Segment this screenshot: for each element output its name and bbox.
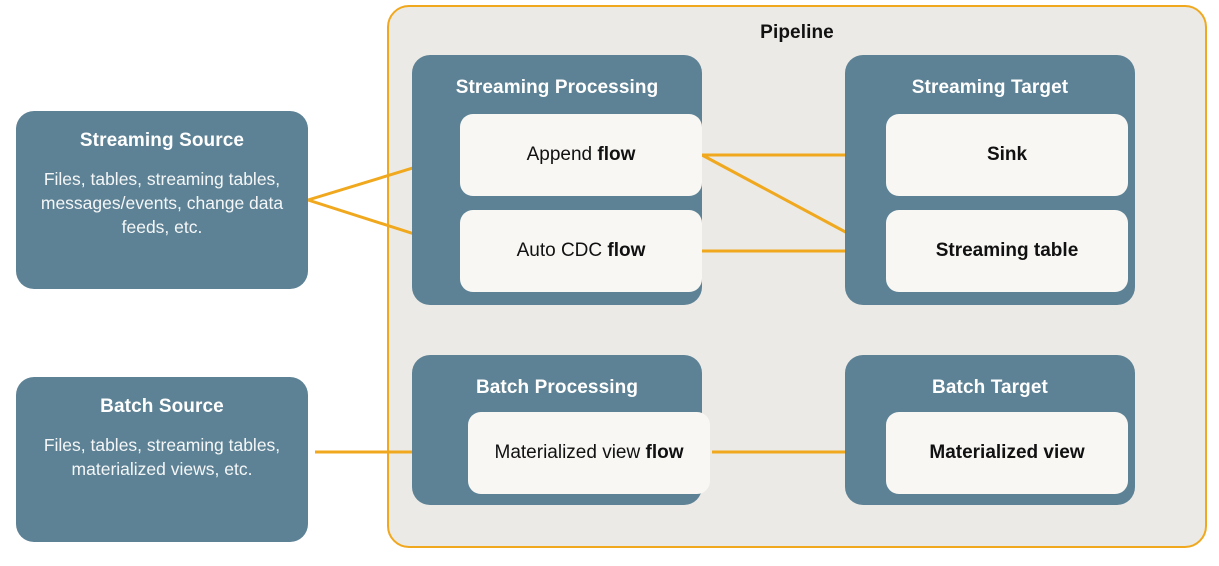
- streaming-processing-title: Streaming Processing: [455, 77, 659, 98]
- card-append-flow-label: Append flow: [526, 143, 636, 165]
- batch-processing-title: Batch Processing: [475, 377, 639, 398]
- card-auto-cdc-flow-label: Auto CDC flow: [516, 239, 646, 261]
- card-materialized-view[interactable]: Materialized view: [886, 412, 1128, 494]
- card-streaming-table-label: Streaming table: [935, 239, 1079, 261]
- card-append-flow[interactable]: Append flow: [460, 114, 702, 196]
- batch-target-title: Batch Target: [932, 377, 1048, 398]
- card-materialized-view-flow-label: Materialized view flow: [494, 441, 684, 463]
- streaming-source-box[interactable]: Streaming Source Files, tables, streamin…: [16, 111, 308, 289]
- batch-source-description: Files, tables, streaming tables, materia…: [43, 434, 281, 479]
- streaming-source-title: Streaming Source: [79, 130, 245, 151]
- card-streaming-table[interactable]: Streaming table: [886, 210, 1128, 292]
- card-sink[interactable]: Sink: [886, 114, 1128, 196]
- batch-source-title: Batch Source: [100, 396, 224, 417]
- streaming-source-description: Files, tables, streaming tables, message…: [40, 168, 284, 238]
- streaming-target-title: Streaming Target: [911, 77, 1069, 98]
- batch-source-box[interactable]: Batch Source Files, tables, streaming ta…: [16, 377, 308, 542]
- card-sink-label: Sink: [986, 143, 1028, 165]
- card-materialized-view-flow[interactable]: Materialized view flow: [468, 412, 710, 494]
- pipeline-title: Pipeline: [760, 22, 834, 43]
- card-materialized-view-label: Materialized view: [929, 441, 1085, 463]
- card-auto-cdc-flow[interactable]: Auto CDC flow: [460, 210, 702, 292]
